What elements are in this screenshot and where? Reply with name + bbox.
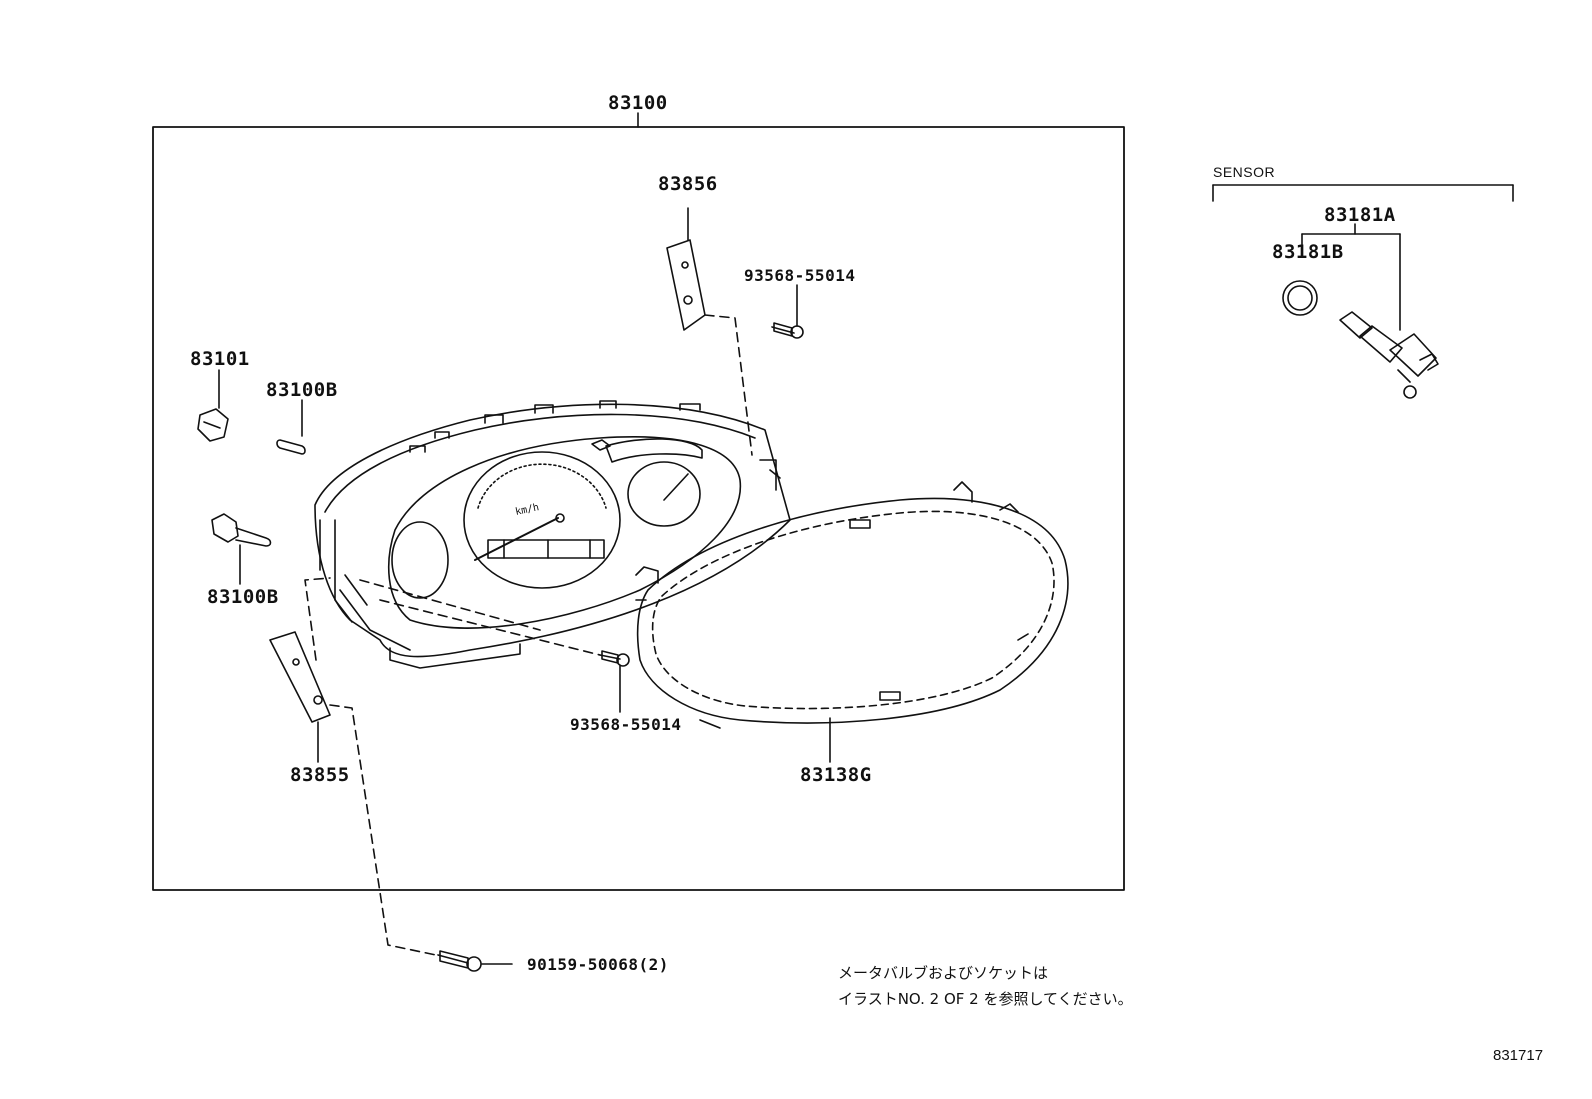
odometer: [487, 539, 605, 559]
o-ring: [1282, 280, 1318, 316]
note-line-2: イラストNO. 2 OF 2 を参照してください。: [838, 990, 1133, 1008]
label-socket: 83101: [190, 348, 250, 370]
bulb-bottom: [211, 513, 272, 547]
speedometer-needle: [474, 517, 559, 561]
socket-83101: [197, 408, 229, 442]
speedometer: [463, 451, 621, 589]
bracket-83856: [666, 239, 706, 331]
left-gauge: [391, 521, 449, 599]
label-screw-middle: 93568-55014: [570, 715, 682, 734]
bulb-top: [276, 439, 306, 455]
label-glass: 83138G: [800, 764, 872, 786]
label-screw-top: 93568-55014: [744, 266, 856, 285]
relation-lines: [304, 314, 753, 956]
screw-top: [771, 322, 804, 339]
screw-middle: [599, 650, 630, 667]
bracket-83855: [269, 631, 331, 723]
speedometer-unit: km/h: [514, 502, 540, 518]
label-bracket-bottom: 83855: [290, 764, 350, 786]
label-screw-bottom: 90159-50068(2): [527, 955, 669, 974]
screw-bottom: [437, 950, 482, 972]
cluster-housing: [314, 400, 791, 669]
label-oring-part: 83181B: [1272, 241, 1344, 263]
note-text: メータバルブおよびソケットは イラストNO. 2 OF 2 を参照してください。: [838, 960, 1133, 1012]
fuel-gauge: [627, 461, 701, 527]
glass-lens: [635, 481, 1069, 729]
reference-number: 831717: [1493, 1047, 1544, 1064]
sensor-title: SENSOR: [1213, 164, 1276, 180]
warning-panel: [605, 438, 703, 463]
label-bulb-bottom: 83100B: [207, 586, 279, 608]
label-bracket-top: 83856: [658, 173, 718, 195]
note-line-1: メータバルブおよびソケットは: [838, 964, 1049, 982]
label-assembly: 83100: [608, 92, 668, 114]
gauge-face: [387, 436, 742, 629]
speed-sensor: [1339, 311, 1439, 399]
label-sensor-part: 83181A: [1324, 204, 1396, 226]
sensor-bracket: [1212, 184, 1514, 202]
label-bulb-top: 83100B: [266, 379, 338, 401]
